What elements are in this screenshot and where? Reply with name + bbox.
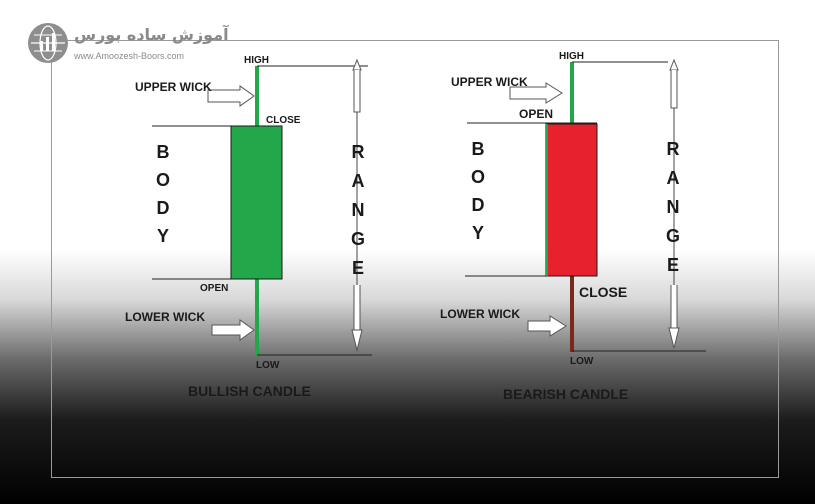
bearish-lower-wick-label: LOWER WICK: [440, 307, 520, 321]
bearish-high-label: HIGH: [559, 51, 584, 62]
bearish-close-label: CLOSE: [579, 284, 627, 300]
bullish-range-letter: R: [352, 142, 365, 162]
bullish-high-label: HIGH: [244, 55, 269, 66]
bearish-body-letter: B: [472, 139, 485, 159]
bearish-body: [545, 123, 598, 277]
bullish-low-label: LOW: [256, 360, 280, 371]
bullish-range-letter: G: [351, 229, 365, 249]
bearish-body-letter: D: [472, 195, 485, 215]
bullish-lower-wick-label: LOWER WICK: [125, 310, 205, 324]
bullish-lower-wick-arrow: [211, 319, 255, 341]
bullish-body-letter: O: [156, 170, 170, 190]
bearish-range-letter: R: [667, 139, 680, 159]
bullish-body-letter: Y: [157, 226, 169, 246]
bullish-body: [230, 125, 283, 280]
bullish-range-arrow-top-shaft: [353, 70, 361, 113]
bullish-caption: BULLISH CANDLE: [188, 383, 311, 399]
bearish-range-arrow-bottom-shaft: [670, 285, 678, 329]
bullish-candle-group: HIGH UPPER WICK CLOSE OPEN LOWER WICK LO…: [125, 55, 372, 399]
bullish-upper-wick-arrow: [207, 85, 255, 107]
bearish-body-letter: O: [471, 167, 485, 187]
bearish-caption: BEARISH CANDLE: [503, 386, 628, 402]
bearish-range-letter: A: [667, 168, 680, 188]
bullish-range-letter: N: [352, 200, 365, 220]
bullish-body-letter: B: [157, 142, 170, 162]
bearish-range-arrow-top: [669, 58, 679, 71]
bearish-open-label: OPEN: [519, 107, 553, 121]
bearish-upper-wick-arrow: [509, 82, 563, 104]
bearish-body-letter: Y: [472, 223, 484, 243]
bearish-range-arrow-bottom: [668, 327, 680, 349]
logo-url: www.Amoozesh-Boors.com: [74, 51, 185, 61]
bullish-upper-wick-label: UPPER WICK: [135, 80, 212, 94]
bullish-range-letter: A: [352, 171, 365, 191]
bullish-range-arrow-bottom-shaft: [353, 285, 361, 331]
bullish-open-label: OPEN: [200, 283, 228, 294]
bearish-range-letter: E: [667, 255, 679, 275]
diagram-frame: [51, 40, 779, 478]
bearish-range-letter: N: [667, 197, 680, 217]
bearish-range-letter: G: [666, 226, 680, 246]
bearish-upper-wick-label: UPPER WICK: [451, 75, 528, 89]
bullish-range-arrow-top: [352, 58, 362, 71]
logo-name: آموزش ساده بورس: [74, 25, 229, 44]
logo: آموزش ساده بورس www.Amoozesh-Boors.com: [28, 20, 229, 66]
bullish-body-letter: D: [157, 198, 170, 218]
bearish-candle-group: HIGH UPPER WICK OPEN CLOSE LOWER WICK LO…: [440, 51, 706, 402]
bullish-range-letter: E: [352, 258, 364, 278]
bullish-range-arrow-bottom: [351, 329, 363, 351]
bullish-close-label: CLOSE: [266, 115, 301, 126]
bearish-range-arrow-top-shaft: [670, 70, 678, 109]
bearish-lower-wick-arrow: [527, 315, 567, 337]
globe-chart-icon: [28, 23, 68, 63]
bearish-low-label: LOW: [570, 356, 594, 367]
